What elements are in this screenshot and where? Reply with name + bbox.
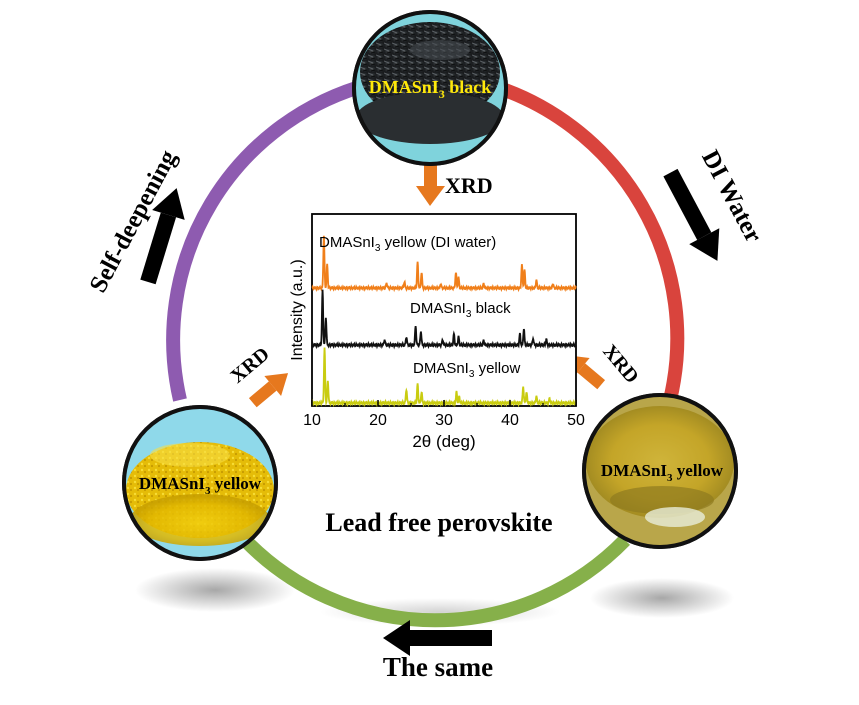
shadow-left: [135, 568, 295, 612]
ring-segment-green: [239, 535, 631, 628]
sample-photo-yellow-right: DMASnI3 yellow: [582, 393, 738, 549]
label-the-same: The same: [383, 652, 493, 682]
x-tick-label: 20: [369, 412, 387, 429]
x-tick-label: 40: [501, 412, 519, 429]
xrd-chart: 10 20 30 40 50 Intensity (a.u.) 2θ (deg) DMA…: [289, 213, 585, 451]
xrd-label-top: XRD: [445, 173, 493, 198]
xrd-label-left: XRD: [226, 343, 273, 388]
arrow-di-water: [663, 168, 720, 261]
sample-photo-black: DMASnI3 black: [352, 10, 508, 166]
arrow-the-same: [383, 620, 492, 656]
sample-label-yellow-left: DMASnI3 yellow: [139, 474, 262, 497]
arrow-self-deepening: [140, 188, 185, 285]
chart-ticks-group: 10 20 30 40 50: [303, 400, 585, 429]
ring-segment-purple: [166, 77, 372, 402]
x-tick-label: 30: [435, 412, 453, 429]
chart-plot-area: [311, 213, 577, 407]
series-line-2: [311, 289, 577, 350]
shadow-right: [590, 578, 734, 618]
cycle-ring: [166, 77, 685, 628]
series-line-1: [311, 235, 577, 293]
ring-segment-red: [485, 77, 685, 402]
sample-photo-yellow-left: DMASnI3 yellow: [122, 405, 278, 561]
series-label-black: DMASnI3 black: [410, 300, 511, 320]
x-tick-label: 50: [567, 412, 585, 429]
series-label-yellow-di-water: DMASnI3 yellow (DI water): [319, 234, 496, 254]
chart-xlabel: 2θ (deg): [412, 432, 475, 451]
x-tick-label: 10: [303, 412, 321, 429]
xrd-arrow-top: [416, 161, 445, 206]
xrd-label-right: XRD: [598, 340, 643, 387]
sample-label-yellow-right: DMASnI3 yellow: [601, 461, 724, 484]
chart-ylabel: Intensity (a.u.): [289, 259, 306, 360]
center-label: Lead free perovskite: [325, 508, 552, 537]
sample-label-black: DMASnI3 black: [369, 77, 492, 101]
xrd-arrow-left: [248, 373, 289, 408]
series-label-yellow: DMASnI3 yellow: [413, 360, 520, 380]
